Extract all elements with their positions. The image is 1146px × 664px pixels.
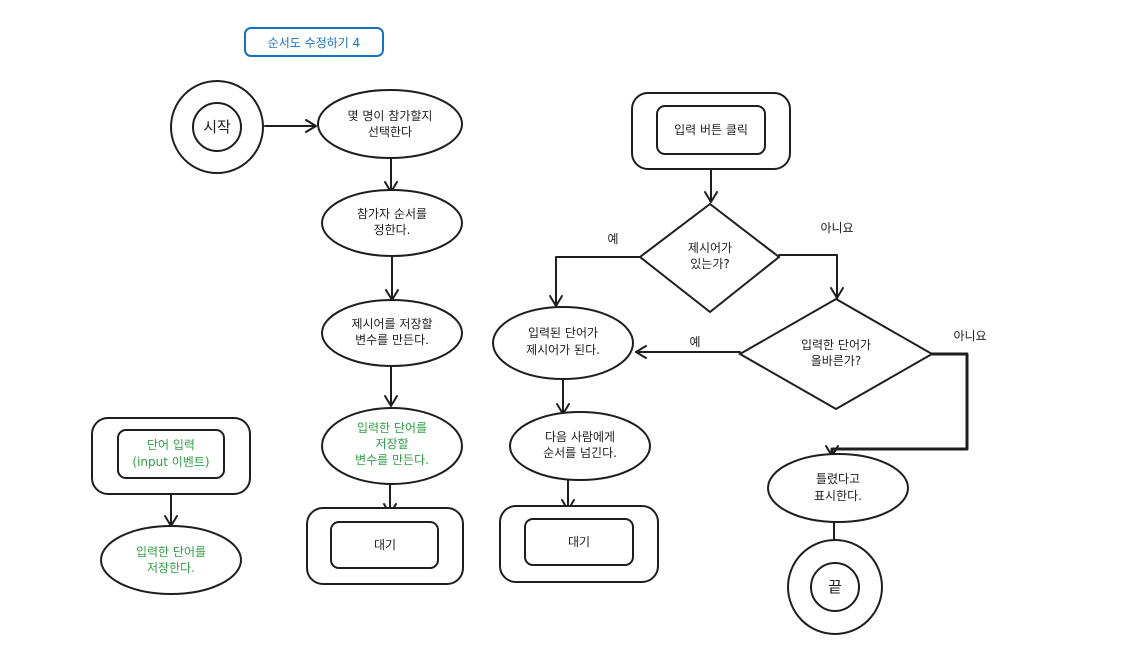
node-next-person: 다음 사람에게 순서를 넘긴다.	[509, 411, 651, 481]
connector-is-correct-no	[830, 352, 969, 454]
is-correct-line1: 입력한 단어가	[801, 338, 871, 352]
node-wait-2: 대기	[499, 505, 659, 583]
wait-2-label: 대기	[568, 535, 590, 549]
end-node: 끝	[787, 539, 883, 635]
make-input-var-line1: 입력한 단어를	[357, 421, 427, 435]
next-person-line2: 순서를 넘긴다.	[543, 446, 617, 460]
node-select-count: 몇 명이 참가할지 선택한다	[317, 89, 463, 159]
make-var-line2: 변수를 만든다.	[355, 333, 429, 347]
label-yes-2: 예	[689, 335, 700, 349]
next-person-line1: 다음 사람에게	[545, 430, 615, 444]
set-order-line1: 참가자 순서를	[357, 207, 427, 221]
decision-is-correct: 입력한 단어가 올바른가?	[737, 297, 935, 411]
node-becomes-word: 입력된 단어가 제시어가 된다.	[492, 306, 634, 380]
store-word-line2: 저장한다.	[147, 561, 195, 575]
becomes-word-line2: 제시어가 된다.	[526, 343, 600, 357]
make-input-var-line2: 저장할	[375, 437, 408, 451]
start-node: 시작	[170, 80, 264, 174]
decision-has-word: 제시어가 있는가?	[638, 202, 781, 314]
start-label: 시작	[203, 118, 231, 136]
select-count-line2: 선택한다	[368, 125, 412, 139]
click-button-label: 입력 버튼 클릭	[674, 123, 748, 137]
input-event-line2: (input 이벤트)	[132, 455, 209, 469]
node-make-var: 제시어를 저장할 변수를 만든다.	[321, 299, 463, 367]
wait-1-label: 대기	[374, 538, 396, 552]
connector-has-word-yes	[555, 256, 641, 305]
select-count-line1: 몇 명이 참가할지	[348, 109, 433, 123]
node-set-order: 참가자 순서를 정한다.	[321, 189, 463, 257]
label-yes-1: 예	[607, 232, 618, 246]
show-wrong-line1: 틀렸다고	[816, 472, 860, 486]
node-store-word: 입력한 단어를 저장한다.	[100, 525, 242, 595]
is-correct-line2: 올바른가?	[811, 354, 862, 368]
becomes-word-line1: 입력된 단어가	[528, 326, 598, 340]
title-box: 순서도 수정하기 4	[244, 27, 384, 57]
label-no-2: 아니요	[953, 329, 986, 343]
node-show-wrong: 틀렸다고 표시한다.	[767, 453, 909, 523]
title-text: 순서도 수정하기 4	[268, 36, 361, 50]
node-wait-1: 대기	[306, 507, 464, 585]
node-input-event: 단어 입력 (input 이벤트)	[91, 417, 251, 495]
set-order-line2: 정한다.	[374, 223, 411, 237]
label-no-1: 아니요	[820, 221, 853, 235]
has-word-line1: 제시어가	[688, 241, 732, 255]
has-word-line2: 있는가?	[690, 257, 730, 271]
make-input-var-line3: 변수를 만든다.	[355, 453, 429, 467]
connector-has-word-no	[778, 254, 838, 297]
node-click-button: 입력 버튼 클릭	[631, 92, 791, 170]
node-make-input-var: 입력한 단어를 저장할 변수를 만든다.	[321, 407, 463, 485]
show-wrong-line2: 표시한다.	[814, 489, 862, 503]
input-event-line1: 단어 입력	[147, 438, 195, 452]
end-label: 끝	[828, 578, 842, 596]
store-word-line1: 입력한 단어를	[136, 545, 206, 559]
make-var-line1: 제시어를 저장할	[351, 317, 432, 331]
